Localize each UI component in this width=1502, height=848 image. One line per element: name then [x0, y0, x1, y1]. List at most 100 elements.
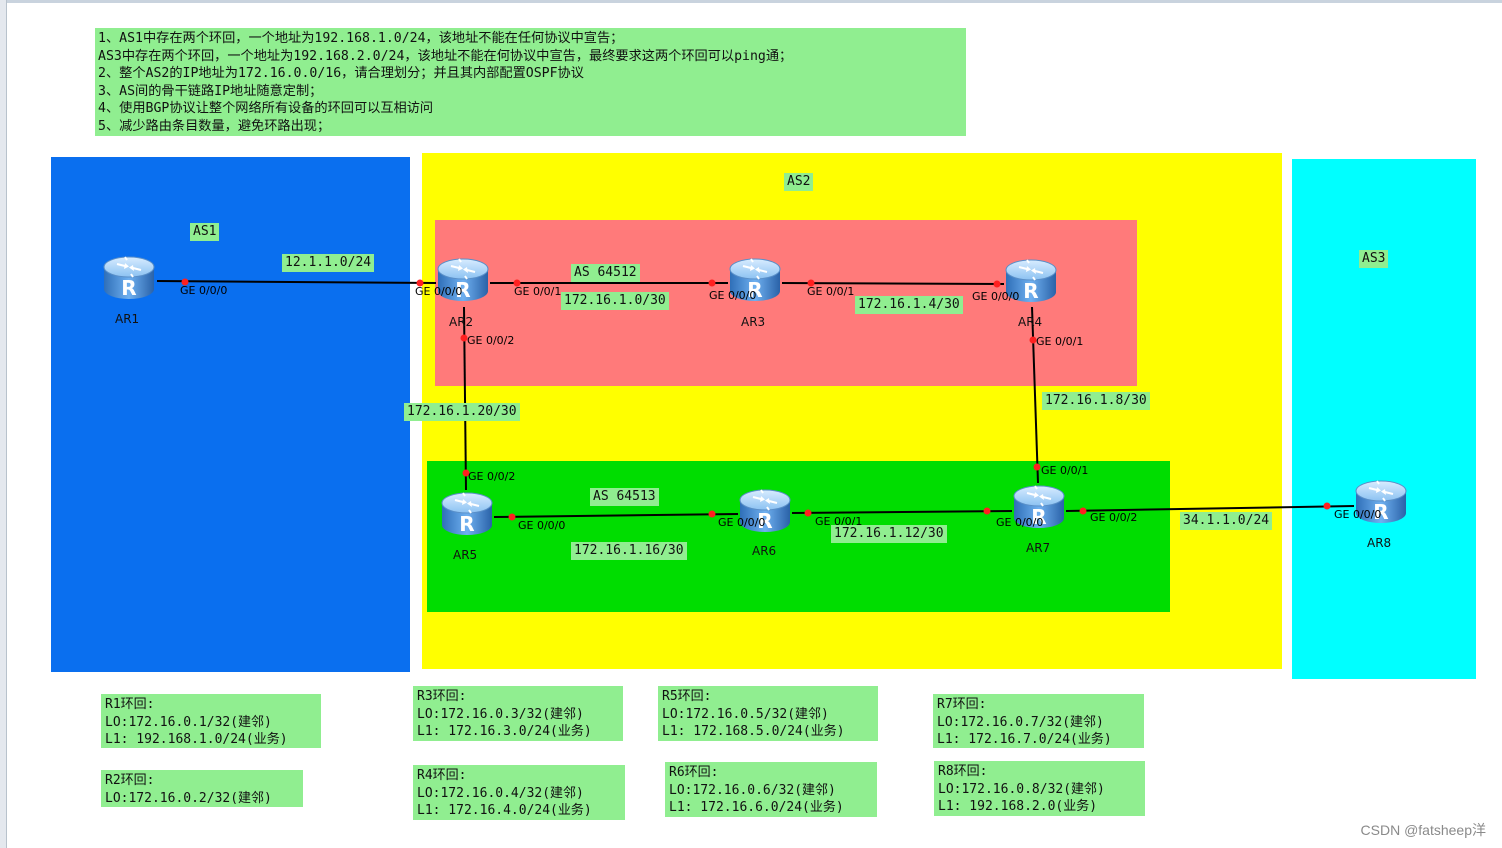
- as3-label: AS3: [1359, 250, 1389, 268]
- router-ar6-icon[interactable]: R: [737, 486, 793, 536]
- router-ar6-name: AR6: [752, 544, 777, 558]
- requirement-line: 4、使用BGP协议让整个网络所有设备的环回可以互相访问: [98, 101, 434, 116]
- router-ar7-icon[interactable]: R: [1011, 482, 1067, 532]
- router-ar8-name: AR8: [1367, 536, 1392, 550]
- port-dot: [708, 510, 716, 518]
- link-ar1-ar2: [156, 280, 437, 284]
- router-ar2-icon[interactable]: R: [435, 255, 491, 305]
- router-ar8-icon[interactable]: R: [1353, 477, 1409, 527]
- svg-text:R: R: [455, 278, 470, 302]
- port-label: GE 0/0/0: [718, 516, 766, 529]
- port-dot: [460, 334, 468, 342]
- port-label: GE 0/0/0: [972, 290, 1020, 303]
- port-label: GE 0/0/1: [1036, 335, 1084, 348]
- port-label: GE 0/0/2: [1090, 511, 1138, 524]
- port-label: GE 0/0/0: [518, 519, 566, 532]
- loopback-note-r8: R8环回: LO:172.16.0.8/32(建邻) L1: 192.168.2…: [934, 761, 1145, 816]
- router-ar7-name: AR7: [1026, 541, 1051, 555]
- note-title: R5环回:: [662, 689, 712, 704]
- port-label: GE 0/0/1: [807, 285, 855, 298]
- loopback-note-r7: R7环回: LO:172.16.0.7/32(建邻) L1: 172.16.7.…: [933, 694, 1144, 748]
- note-title: R2环回:: [105, 773, 155, 788]
- router-ar4-icon[interactable]: R: [1003, 256, 1059, 306]
- note-title: R8环回:: [938, 764, 988, 779]
- port-dot: [993, 280, 1001, 288]
- link-ar3-ar4: [781, 282, 1005, 285]
- port-dot: [181, 278, 189, 286]
- note-line: L1: 172.16.4.0/24(业务): [417, 803, 592, 818]
- port-label: GE 0/0/1: [815, 515, 863, 528]
- port-dot: [462, 469, 470, 477]
- port-dot: [1029, 336, 1037, 344]
- subnet-r5-r6: 172.16.1.16/30: [571, 542, 687, 560]
- loopback-note-r6: R6环回: LO:172.16.0.6/32(建邻) L1: 172.16.6.…: [665, 762, 877, 817]
- port-label: GE 0/0/0: [180, 284, 228, 297]
- svg-text:R: R: [747, 278, 762, 302]
- note-line: L1: 192.168.2.0(业务): [938, 799, 1098, 814]
- port-dot: [708, 279, 716, 287]
- note-line: LO:172.16.0.3/32(建邻): [417, 706, 584, 722]
- port-label: GE 0/0/2: [467, 334, 515, 347]
- zone-as3: [1292, 159, 1476, 679]
- link-ar5-ar6: [493, 513, 739, 518]
- note-line: LO:172.16.0.7/32(建邻): [937, 714, 1104, 730]
- requirement-line: 1、AS1中存在两个环回，一个地址为192.168.1.0/24，该地址不能在任…: [98, 31, 624, 46]
- note-title: R4环回:: [417, 768, 467, 783]
- window-top-edge: [0, 0, 1502, 3]
- link-ar7-ar8: [1065, 505, 1355, 512]
- note-line: L1: 192.168.1.0/24(业务): [105, 732, 288, 747]
- port-label: GE 0/0/0: [1334, 508, 1382, 521]
- subnet-r2-r5: 172.16.1.20/30: [404, 403, 520, 421]
- port-label: GE 0/0/2: [468, 470, 516, 483]
- note-title: R1环回:: [105, 697, 155, 712]
- port-dot: [1323, 502, 1331, 510]
- loopback-note-r2: R2环回: LO:172.16.0.2/32(建邻): [101, 770, 303, 807]
- loopback-note-r3: R3环回: LO:172.16.0.3/32(建邻) L1: 172.16.3.…: [413, 686, 623, 741]
- note-line: L1: 172.16.3.0/24(业务): [417, 724, 592, 739]
- subnet-r4-r7: 172.16.1.8/30: [1042, 392, 1150, 410]
- requirement-line: 5、减少路由条目数量，避免环路出现；: [98, 118, 331, 134]
- svg-text:R: R: [1373, 500, 1388, 524]
- subnet-r3-r4: 172.16.1.4/30: [855, 296, 963, 314]
- subnet-r7-r8: 34.1.1.0/24: [1180, 512, 1273, 530]
- router-ar2-name: AR2: [449, 315, 474, 329]
- port-dot: [416, 279, 424, 287]
- subnet-r2-r3: 172.16.1.0/30: [561, 292, 669, 310]
- zone-as1: [51, 157, 410, 672]
- link-ar2-ar5: [463, 306, 467, 491]
- note-line: L1: 172.16.7.0/24(业务): [937, 732, 1112, 747]
- subnet-r6-r7: 172.16.1.12/30: [831, 525, 947, 543]
- note-line: LO:172.16.0.4/32(建邻): [417, 785, 584, 801]
- port-label: GE 0/0/0: [709, 289, 757, 302]
- note-title: R6环回:: [669, 765, 719, 780]
- router-ar4-name: AR4: [1018, 315, 1043, 329]
- router-ar5-name: AR5: [453, 548, 478, 562]
- port-dot: [508, 513, 516, 521]
- port-dot: [983, 507, 991, 515]
- port-label: GE 0/0/1: [514, 285, 562, 298]
- note-line: L1: 172.16.6.0/24(业务): [669, 800, 844, 815]
- link-ar6-ar7: [791, 510, 1013, 514]
- router-ar5-icon[interactable]: R: [439, 489, 495, 539]
- note-line: LO:172.16.0.1/32(建邻): [105, 714, 272, 730]
- port-label: GE 0/0/0: [996, 516, 1044, 529]
- loopback-note-r1: R1环回: LO:172.16.0.1/32(建邻) L1: 192.168.1…: [101, 694, 321, 748]
- port-dot: [1079, 507, 1087, 515]
- requirement-line: 3、AS间的骨干链路IP地址随意定制；: [98, 83, 323, 99]
- port-label: GE 0/0/1: [1041, 464, 1089, 477]
- as2-label: AS2: [784, 173, 814, 191]
- svg-text:R: R: [1023, 279, 1038, 303]
- port-dot: [1033, 463, 1041, 471]
- note-line: LO:172.16.0.8/32(建邻): [938, 781, 1105, 797]
- requirement-line: AS3中存在两个环回，一个地址为192.168.2.0/24，该地址不能在何协议…: [98, 48, 793, 64]
- svg-text:R: R: [121, 276, 136, 300]
- router-ar1-icon[interactable]: R: [101, 253, 157, 303]
- subnet-r1-r2: 12.1.1.0/24: [282, 254, 375, 272]
- router-ar3-icon[interactable]: R: [727, 255, 783, 305]
- note-line: LO:172.16.0.2/32(建邻): [105, 790, 272, 806]
- link-ar4-ar7: [1031, 306, 1039, 484]
- svg-text:R: R: [757, 509, 772, 533]
- port-label: GE 0/0/0: [415, 285, 463, 298]
- watermark: CSDN @fatsheep洋: [1360, 822, 1486, 838]
